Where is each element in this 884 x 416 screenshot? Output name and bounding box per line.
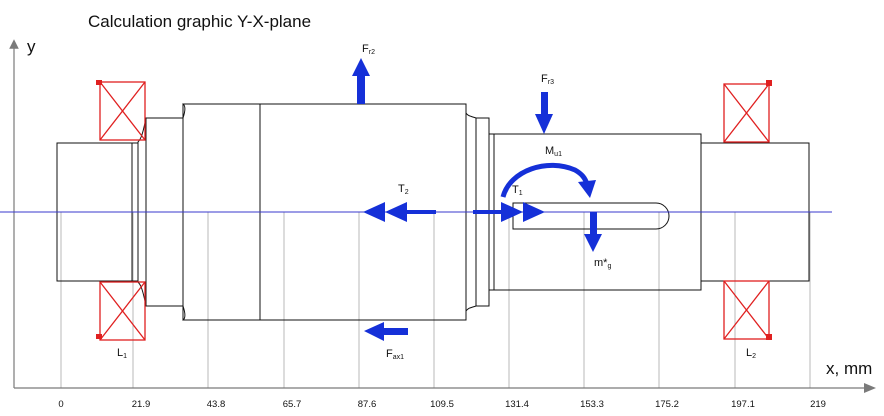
label-t1: T1 [512,184,523,197]
moment-mu1-arrow [500,162,596,198]
tick-label: 21.9 [132,399,151,410]
tick-label: 0 [58,399,63,410]
label-mu1: Mu1 [545,145,562,158]
label-l2: L2 [746,347,756,360]
tick-label: 43.8 [207,399,226,410]
label-fr2: Fr2 [362,43,375,56]
torque-t2-arrow [363,202,436,222]
force-gravity-arrow [584,212,602,252]
y-axis-label: y [27,37,36,56]
grid-lines [60,212,811,388]
x-axis-arrow [864,383,876,393]
diagram-title: Calculation graphic Y-X-plane [88,12,311,31]
tick-label: 131.4 [505,399,529,410]
tick-label: 87.6 [358,399,377,410]
bearing-l1-top [96,80,146,141]
label-gravity: m*g [594,257,611,270]
label-l1: L1 [117,347,127,360]
label-t2: T2 [398,183,409,196]
tick-label: 153.3 [580,399,604,410]
tick-label: 197.1 [731,399,755,410]
force-fax1-arrow [364,322,408,341]
x-axis-label: x, mm [826,359,872,378]
tick-label: 65.7 [283,399,302,410]
label-fr3: Fr3 [541,73,554,86]
force-fr3-arrow [535,92,553,134]
tick-label: 219 [810,399,826,410]
keyway-slot [512,202,670,230]
label-fax1: Fax1 [386,348,404,361]
tick-label: 109.5 [430,399,454,410]
tick-label: 175.2 [655,399,679,410]
bearing-l2-top [723,80,772,143]
force-fr2-arrow [352,58,370,104]
bearing-l1-bottom [96,281,146,341]
torque-t1-arrow [473,202,545,222]
bearing-l2-bottom [723,280,772,340]
x-tick-labels: 0 21.9 43.8 65.7 87.6 109.5 131.4 153.3 … [58,399,826,410]
